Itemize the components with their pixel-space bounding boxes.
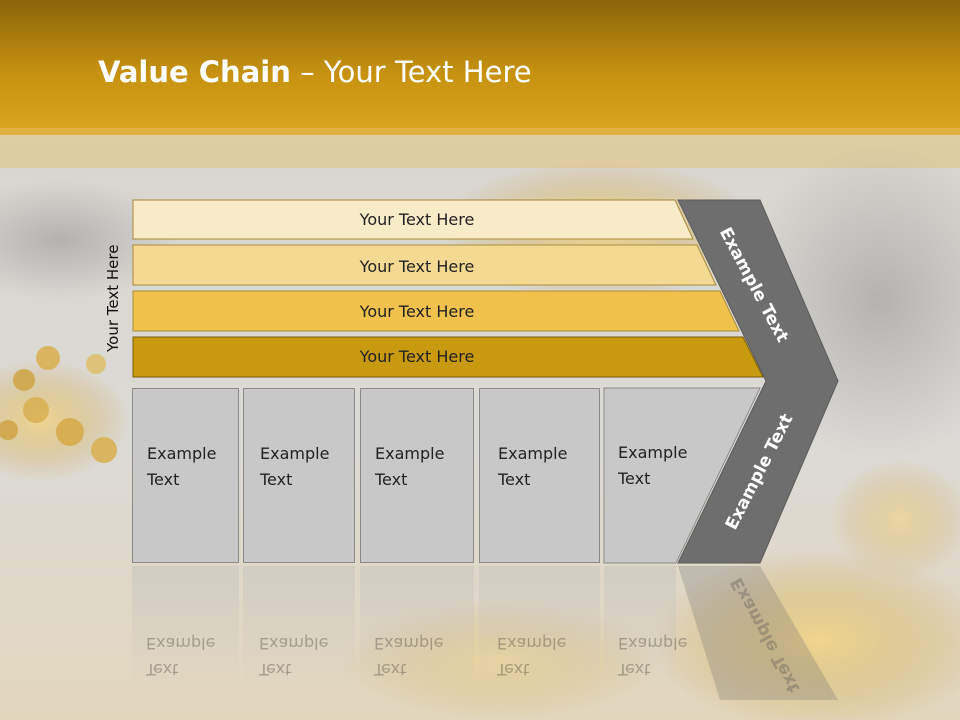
- box-3-reflection-text: Text Example: [374, 630, 443, 682]
- box-5-reflection-text: Text Example: [618, 630, 687, 682]
- box-4-refl-line2: Text: [497, 660, 530, 679]
- box-3-line1: Example: [375, 444, 445, 463]
- chevron-arrow: [677, 199, 839, 564]
- title-rest: – Your Text Here: [290, 55, 532, 89]
- box-5-refl-line1: Example: [618, 634, 688, 653]
- box-1-reflection: Text Example: [132, 566, 239, 686]
- box-3-refl-line2: Text: [374, 660, 407, 679]
- box-5-shape: [603, 387, 761, 564]
- box-1-reflection-text: Text Example: [146, 630, 215, 682]
- box-3-reflection: Text Example: [360, 566, 474, 686]
- box-2-reflection: Text Example: [243, 566, 355, 686]
- band-2-label: Your Text Here: [359, 256, 475, 276]
- box-4-line1: Example: [498, 444, 568, 463]
- box-5-reflection: Text Example: [604, 566, 754, 686]
- box-1-refl-line2: Text: [146, 660, 179, 679]
- box-5-line2: Text: [618, 469, 651, 488]
- box-2-refl-line2: Text: [259, 660, 292, 679]
- box-2-refl-line1: Example: [259, 634, 329, 653]
- page-title: Value Chain – Your Text Here: [98, 55, 532, 89]
- box-2-reflection-text: Text Example: [259, 630, 328, 682]
- box-5-line1: Example: [618, 443, 688, 462]
- box-4-reflection-text: Text Example: [497, 630, 566, 682]
- band-3-shape: [132, 290, 740, 332]
- box-3-refl-line1: Example: [374, 634, 444, 653]
- band-4-shape: [132, 336, 764, 378]
- box-1-refl-line1: Example: [146, 634, 216, 653]
- title-bold: Value Chain: [98, 55, 291, 89]
- box-2-line2: Text: [260, 470, 293, 489]
- box-3-line2: Text: [375, 470, 408, 489]
- box-4-refl-line1: Example: [497, 634, 567, 653]
- box-2-line1: Example: [260, 444, 330, 463]
- band-2-shape: [132, 244, 717, 286]
- band-1-shape: [132, 199, 694, 240]
- box-1-line2: Text: [147, 470, 180, 489]
- box-1-line1: Example: [147, 444, 217, 463]
- box-5-refl-line2: Text: [618, 660, 651, 679]
- box-4-reflection: Text Example: [479, 566, 600, 686]
- chevron-reflection: [678, 566, 838, 700]
- box-4-line2: Text: [498, 470, 531, 489]
- band-1-label: Your Text Here: [359, 209, 475, 229]
- band-3-label: Your Text Here: [359, 301, 475, 321]
- band-4-label: Your Text Here: [359, 346, 475, 366]
